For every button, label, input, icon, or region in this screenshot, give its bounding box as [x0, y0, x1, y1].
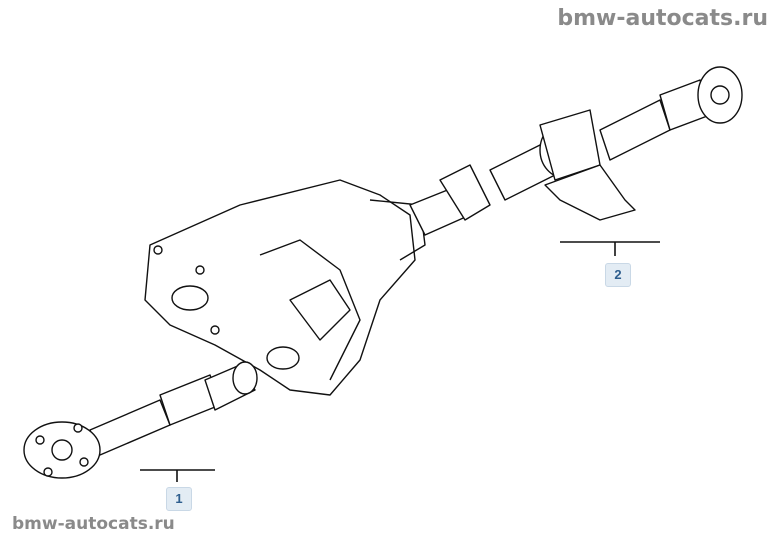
watermark-top: bmw-autocats.ru — [557, 6, 768, 31]
part-callout-1[interactable]: 1 — [166, 487, 192, 511]
part-callout-2[interactable]: 2 — [605, 263, 631, 287]
transfer-case — [144, 179, 426, 396]
rear-propeller-shaft — [409, 66, 743, 236]
watermark-bottom: bmw-autocats.ru — [12, 514, 175, 534]
front-propeller-shaft — [23, 361, 258, 479]
leader-lines — [140, 241, 660, 482]
